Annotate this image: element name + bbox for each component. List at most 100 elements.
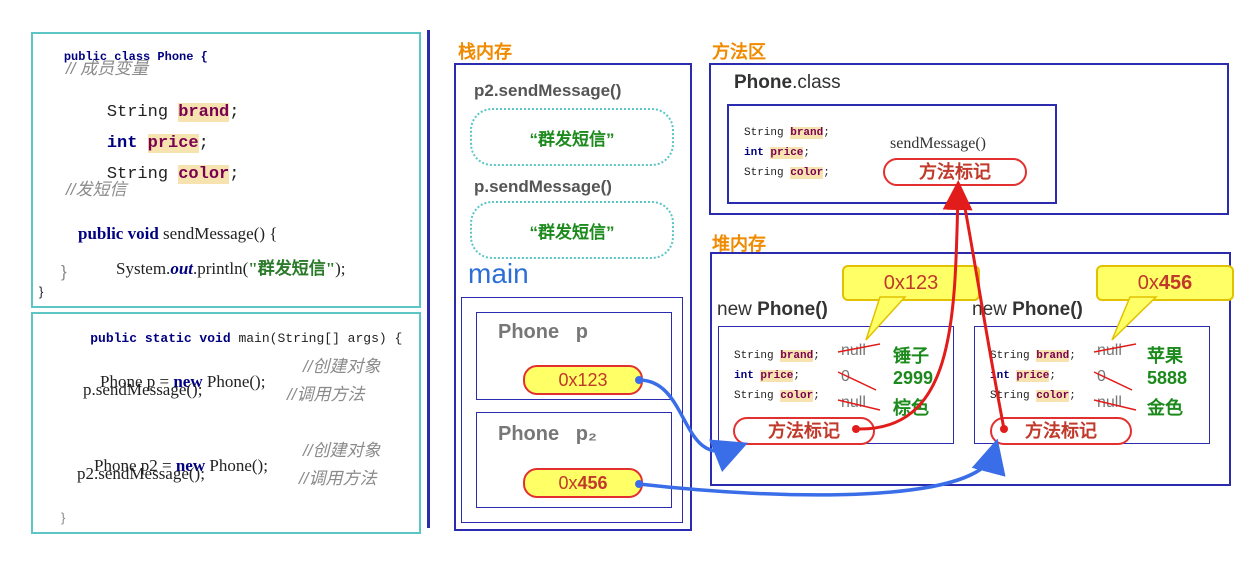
create-comment: //创建对象 [303, 357, 381, 376]
class-method-name: sendMessage() [890, 135, 986, 152]
obj1-brand-new: 锤子 [893, 346, 929, 366]
method-keyword: public void [78, 224, 159, 243]
obj1-price-new: 2999 [893, 368, 934, 388]
obj2-brand-new: 苹果 [1147, 346, 1183, 366]
semicolon: ; [229, 103, 240, 122]
class-method-mark: 方法标记 [883, 158, 1027, 186]
field-name: brand [790, 127, 824, 139]
method-area-title: 方法区 [712, 42, 766, 62]
field-name: brand [1036, 350, 1070, 362]
p-call-statement: p.sendMessage(); [83, 380, 203, 399]
semicolon: ; [793, 370, 801, 382]
println-call: .println( [193, 259, 249, 278]
obj2-price-old: 0 [1097, 368, 1106, 385]
main-frame-label: main [468, 258, 529, 289]
obj2-callout-tail [1111, 296, 1158, 341]
semicolon: ; [803, 147, 811, 159]
main-signature: public static void main(String[] args) { [59, 316, 402, 361]
create-p-statement: Phone p = new Phone(); [83, 352, 265, 412]
obj2-address-callout: 0x456 [1096, 265, 1234, 301]
obj1-price-old: 0 [841, 368, 850, 385]
semicolon: ; [823, 127, 830, 139]
new-keyword: new [173, 372, 203, 391]
obj2-field-brand: String brand; [990, 350, 1076, 362]
println-prefix: System. [116, 259, 171, 278]
ctor-text: Phone() [1012, 299, 1083, 320]
class-field-color: String color; [744, 167, 830, 179]
semicolon: ; [198, 134, 209, 153]
p2-ref-arrow [638, 438, 1006, 497]
class-declaration: public class Phone { [35, 36, 208, 78]
obj1-color-old: null [841, 394, 866, 411]
call-comment: //调用方法 [299, 469, 377, 488]
addr-prefix: 0x [1137, 272, 1159, 294]
obj2-mark-arrow [960, 191, 1006, 430]
semicolon: ; [813, 390, 820, 402]
obj1-callout-tail [865, 296, 907, 341]
obj2-field-color: String color; [990, 390, 1076, 402]
var-p2-address: 0x456 [523, 468, 643, 498]
obj1-price-strike [837, 371, 877, 391]
var-p-label: Phone p [498, 321, 588, 343]
class-file-label: Phone.class [734, 72, 841, 94]
method-signature: public void sendMessage() { [61, 204, 277, 264]
class-name: Phone [734, 72, 793, 93]
field-name: price [760, 370, 794, 382]
field-type: String [990, 350, 1037, 362]
class-field-brand: String brand; [744, 127, 830, 139]
field-name: price [147, 134, 199, 153]
println-statement: System.out.println("群发短信"); [99, 234, 346, 299]
ctor-text: Phone() [757, 299, 828, 320]
create-p2-statement: Phone p2 = new Phone(); [77, 436, 268, 496]
semicolon: ; [813, 350, 820, 362]
obj1-brand-strike [837, 343, 881, 353]
semicolon: ; [823, 167, 830, 179]
class-declaration-text: public class Phone { [63, 50, 208, 64]
obj2-color-strike [1093, 399, 1137, 411]
obj1-mark-arrow [855, 180, 973, 431]
p2-call-statement: p2.sendMessage(); [77, 464, 205, 483]
stack-title: 栈内存 [458, 42, 512, 62]
field-brand-decl: String brand; [66, 84, 239, 141]
p-ref-arrow [638, 378, 749, 473]
obj1-color-strike [837, 399, 881, 411]
main-keyword: public static void [90, 331, 231, 346]
addr-number: 456 [577, 473, 608, 493]
semicolon: ; [1049, 370, 1057, 382]
stmt-text: Phone p = [100, 372, 174, 391]
class-code-panel: public class Phone { // 成员变量 String bran… [31, 32, 421, 308]
field-name: brand [178, 103, 230, 122]
frame-p2-label: p2.sendMessage() [474, 81, 622, 100]
field-name: color [780, 390, 814, 402]
field-type: int [734, 370, 761, 382]
method-close-brace: } [61, 262, 67, 281]
class-ext: .class [792, 72, 841, 93]
obj1-label: new Phone() [717, 299, 828, 321]
var-p-address: 0x123 [523, 365, 643, 395]
field-color-decl: String color; [66, 146, 239, 203]
obj2-label: new Phone() [972, 299, 1083, 321]
stmt-text: Phone p2 = [94, 456, 176, 475]
field-type: String [106, 165, 179, 184]
heap-title: 堆内存 [712, 234, 766, 254]
field-name: price [770, 147, 804, 159]
main-name: main(String[] args) { [230, 331, 403, 346]
class-close-brace: } [39, 284, 44, 299]
divider [427, 30, 430, 528]
obj2-method-mark: 方法标记 [990, 417, 1132, 445]
obj2-color-new: 金色 [1147, 398, 1183, 418]
semicolon: ; [229, 165, 240, 184]
obj1-address-callout: 0x123 [842, 265, 980, 301]
field-name: color [178, 165, 230, 184]
field-type: int [744, 147, 771, 159]
new-keyword: new [175, 456, 206, 475]
obj1-field-color: String color; [734, 390, 820, 402]
class-field-price: int price; [744, 147, 810, 159]
obj1-brand-old: null [841, 342, 866, 359]
frame-p-text: “群发短信” [529, 222, 615, 242]
main-close-brace: } [61, 510, 66, 525]
field-type: String [744, 127, 791, 139]
semicolon: ; [1069, 390, 1076, 402]
field-type: String [744, 167, 791, 179]
